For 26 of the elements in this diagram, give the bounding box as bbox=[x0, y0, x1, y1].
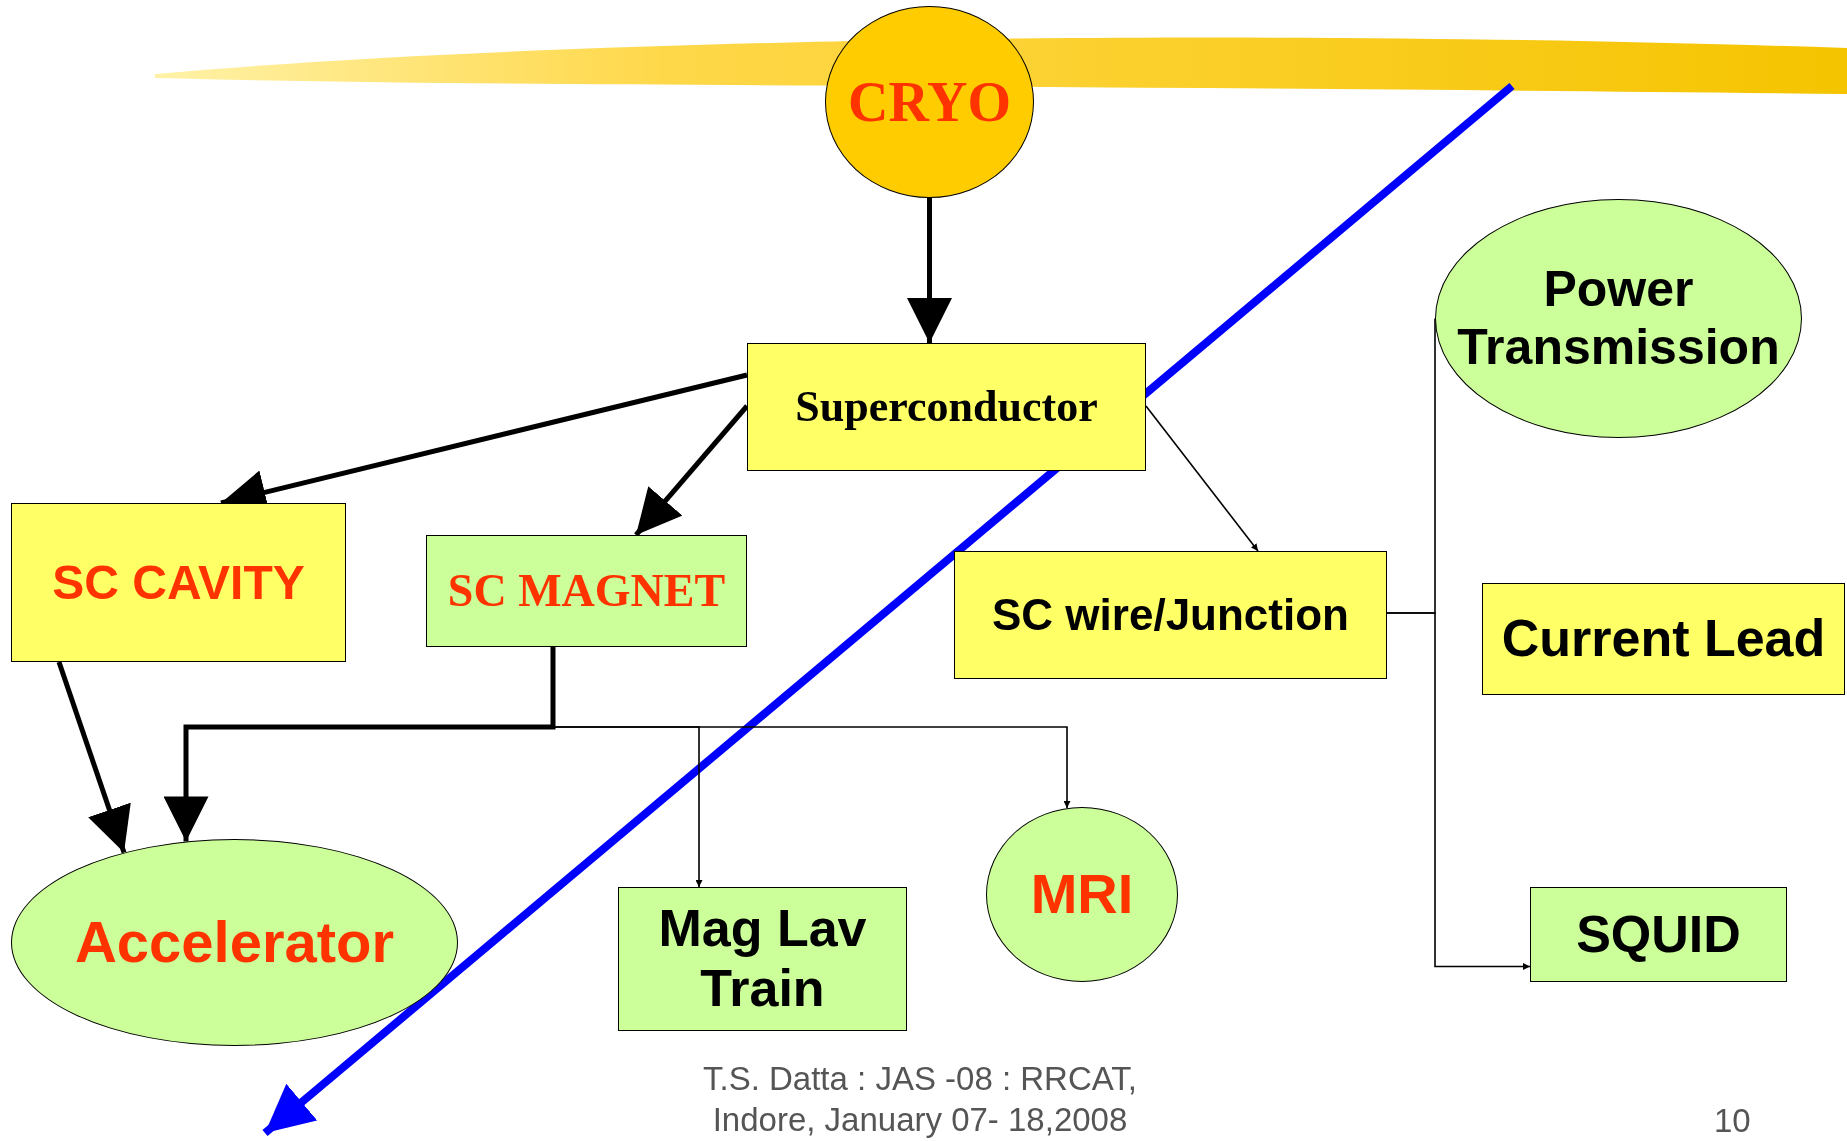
node-label: SC CAVITY bbox=[51, 554, 306, 611]
node-label: Mag Lav Train bbox=[657, 899, 868, 1019]
process-box bbox=[618, 887, 907, 1031]
process-box bbox=[1482, 583, 1845, 695]
arrow bbox=[634, 404, 749, 537]
process-box bbox=[1530, 887, 1787, 982]
arrow bbox=[1386, 612, 1531, 970]
node-label: Superconductor bbox=[794, 381, 1099, 433]
arrow bbox=[163, 647, 556, 842]
process-box bbox=[11, 503, 346, 662]
page-number: 10 bbox=[1714, 1101, 1751, 1141]
process-box bbox=[747, 343, 1146, 471]
node-label: SC wire/Junction bbox=[991, 589, 1350, 641]
arrow bbox=[1145, 405, 1259, 552]
node-label: Accelerator bbox=[73, 909, 396, 976]
node-label: MRI bbox=[1029, 862, 1135, 927]
node-label: SC MAGNET bbox=[446, 564, 727, 618]
arrow bbox=[56, 661, 131, 854]
node-label: Current Lead bbox=[1500, 609, 1827, 669]
node-label: CRYO bbox=[847, 69, 1012, 135]
footer-citation: T.S. Datta : JAS -08 : RRCAT, Indore, January 07- 18,2008 bbox=[702, 1059, 1138, 1141]
node-label: SQUID bbox=[1575, 904, 1742, 965]
process-box bbox=[954, 551, 1387, 679]
arrow bbox=[907, 198, 952, 343]
node-label: Power Transmission bbox=[1456, 261, 1781, 376]
process-box bbox=[426, 535, 747, 647]
